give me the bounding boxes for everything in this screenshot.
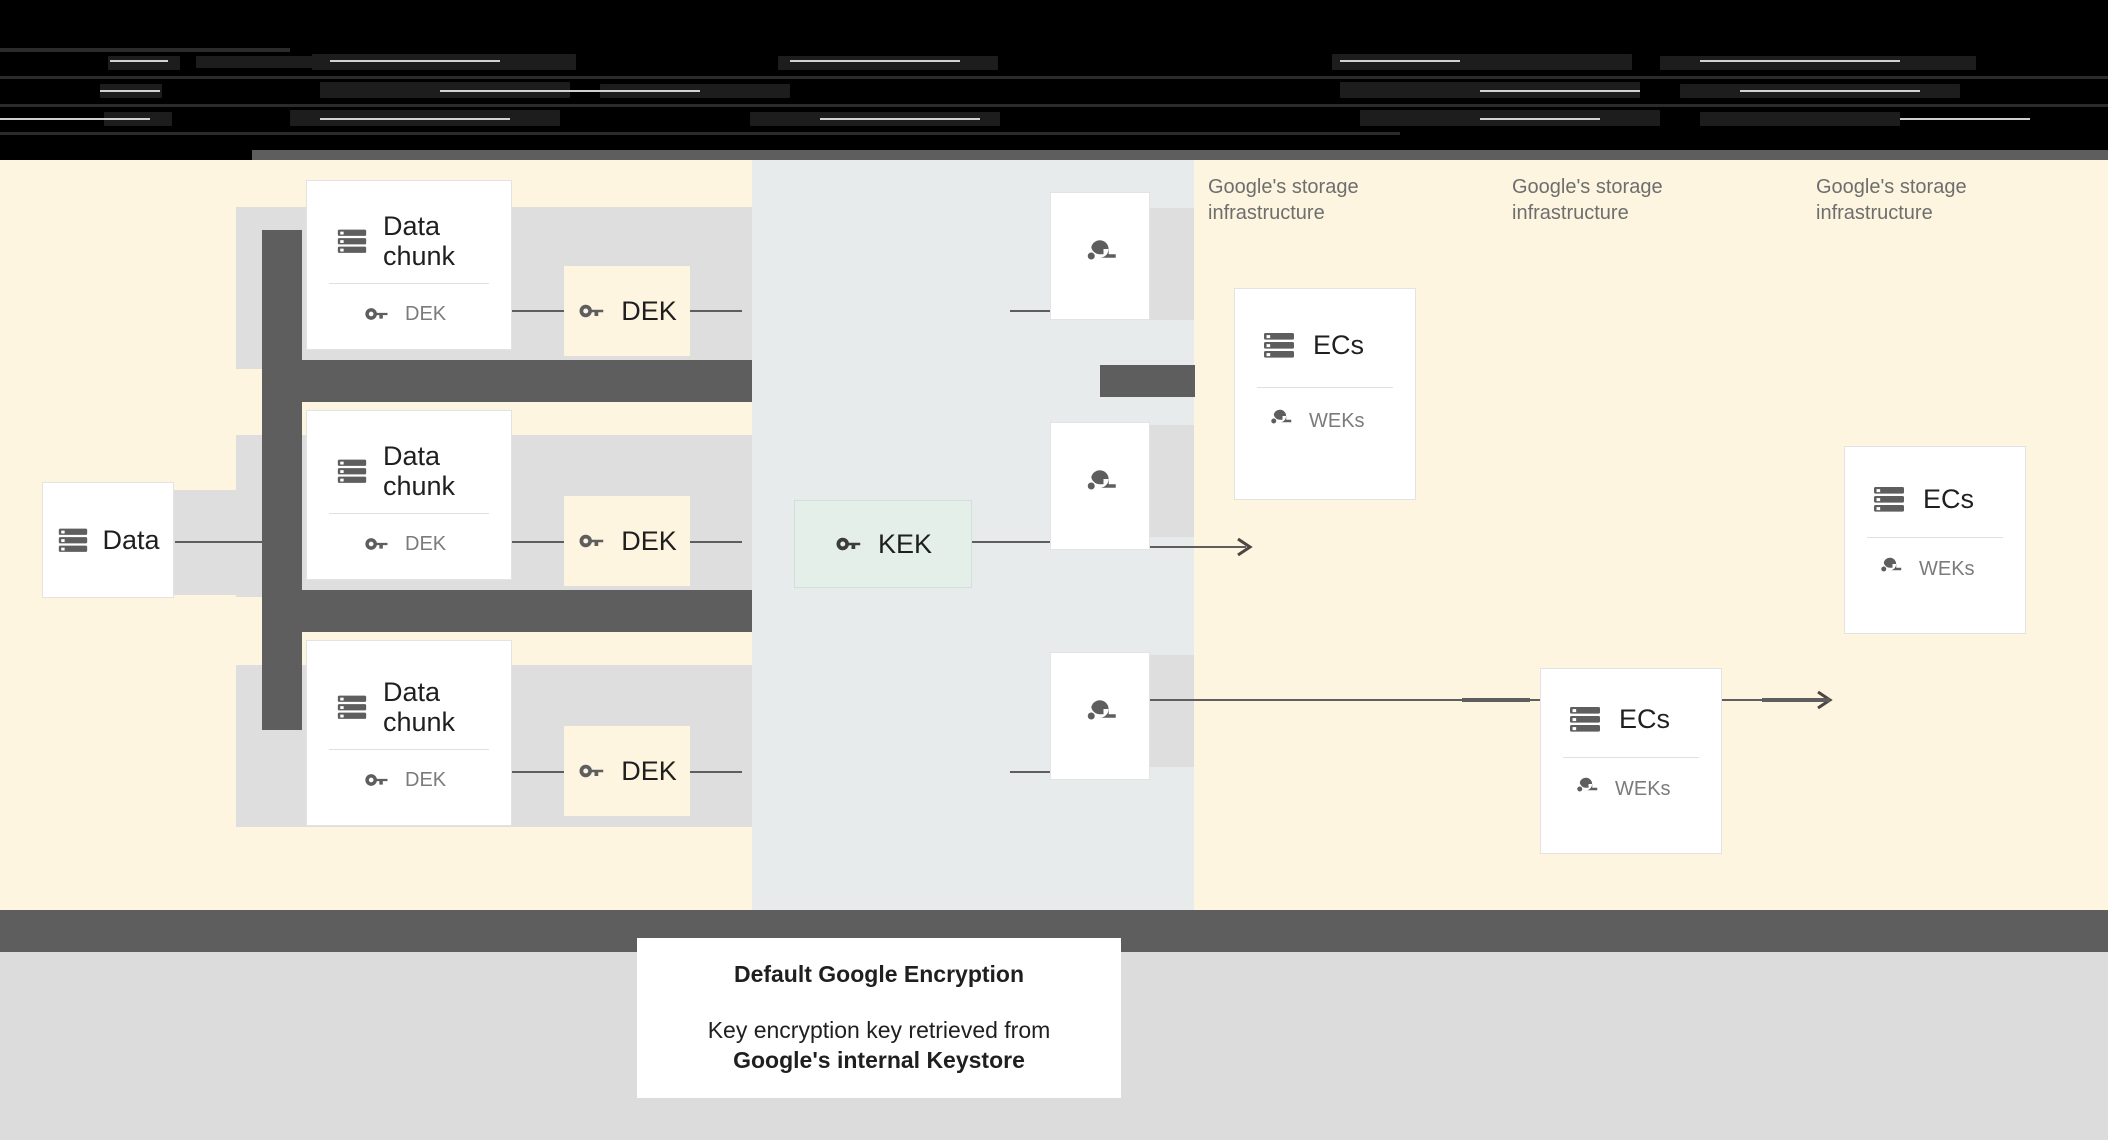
data-chunk-card-1[interactable]: Data chunk DEK [306,180,512,350]
ec-card-key-label: WEKs [1615,777,1671,800]
obscured-header-banner [0,0,2108,160]
storage-icon [335,224,369,258]
diagram-canvas: Data Data chunk DEK [0,160,2108,940]
key-icon [834,529,864,559]
dek-box-2[interactable]: DEK [564,496,690,586]
wrapped-key-tile-1[interactable] [1050,192,1150,320]
dek-box-3[interactable]: DEK [564,726,690,816]
wrapped-key-tile-3[interactable] [1050,652,1150,780]
connector-chunk3-to-dek3 [512,771,564,773]
kek-box[interactable]: KEK [794,500,972,588]
ec-card-label: ECs [1923,483,1975,514]
storage-infrastructure-label-3: Google's storage infrastructure [1816,176,1967,224]
ec-card-label: ECs [1313,329,1365,360]
storage-icon [56,523,90,557]
caption-line-1: Key encryption key retrieved from [707,1016,1051,1043]
dek-label: DEK [621,755,677,786]
storage-icon [1567,701,1603,737]
redaction-bar-vertical [262,230,302,730]
connector-chunk2-to-dek2 [512,541,564,543]
arrow-to-ec-card-1 [1150,537,1253,557]
header-bottom-rule [252,150,2108,160]
wrapped-key-tile-2[interactable] [1050,422,1150,550]
caption-card: Default Google Encryption Key encryption… [637,938,1121,1098]
data-chunk-key-label: DEK [405,768,447,791]
storage-icon [1871,481,1907,517]
ec-card-3[interactable]: ECs WEKs [1844,446,2026,634]
key-wrapped-icon [1265,406,1295,436]
caption-title: Default Google Encryption [733,960,1025,987]
data-chunk-card-3[interactable]: Data chunk DEK [306,640,512,826]
key-wrapped-icon [1875,554,1905,584]
arrow-overlap-segment-a [1462,698,1530,702]
connector-dek1-to-mid [690,310,742,312]
key-icon [577,296,607,326]
storage-icon [335,690,369,724]
data-chunk-label: Data chunk [383,211,456,272]
storage-icon [335,454,369,488]
key-wrapped-icon [1079,235,1121,277]
data-source-label: Data [102,524,160,555]
dek-label: DEK [621,295,677,326]
ec-card-label: ECs [1619,703,1671,734]
key-icon [363,300,391,328]
redaction-bar-h1 [262,360,752,402]
redaction-bar-h3 [1100,365,1195,397]
data-chunk-label: Data chunk [383,441,456,502]
dek-label: DEK [621,525,677,556]
redaction-bar-h2 [262,590,752,632]
key-wrapped-icon [1079,465,1121,507]
key-icon [363,530,391,558]
ec-card-key-label: WEKs [1919,557,1975,580]
dek-box-1[interactable]: DEK [564,266,690,356]
data-chunk-card-2[interactable]: Data chunk DEK [306,410,512,580]
key-wrapped-icon [1571,774,1601,804]
storage-infrastructure-label-2: Google's storage infrastructure [1512,176,1663,224]
ec-card-1[interactable]: ECs WEKs [1234,288,1416,500]
connector-dek2-to-mid [690,541,742,543]
data-chunk-key-label: DEK [405,532,447,555]
data-chunk-label: Data chunk [383,677,456,738]
data-source-card[interactable]: Data [42,482,174,598]
caption-body: Key encryption key retrieved from Google… [708,1016,1051,1076]
arrow-overlap-segment-b [1762,698,1830,702]
key-wrapped-icon [1079,695,1121,737]
ec-card-key-label: WEKs [1309,409,1365,432]
connector-to-wek3 [1010,771,1050,773]
connector-data-to-chunk [175,541,300,543]
ec-card-2[interactable]: ECs WEKs [1540,668,1722,854]
caption-line-2: Google's internal Keystore [733,1046,1025,1073]
key-icon [577,526,607,556]
key-icon [577,756,607,786]
storage-infrastructure-label-1: Google's storage infrastructure [1208,176,1359,224]
connector-chunk1-to-dek1 [512,310,564,312]
connector-kek-to-wek2 [968,541,1050,543]
kek-label: KEK [877,528,933,559]
connector-dek3-to-mid [690,771,742,773]
data-chunk-key-label: DEK [405,302,447,325]
storage-icon [1261,327,1297,363]
connector-to-wek1 [1010,310,1050,312]
key-icon [363,766,391,794]
